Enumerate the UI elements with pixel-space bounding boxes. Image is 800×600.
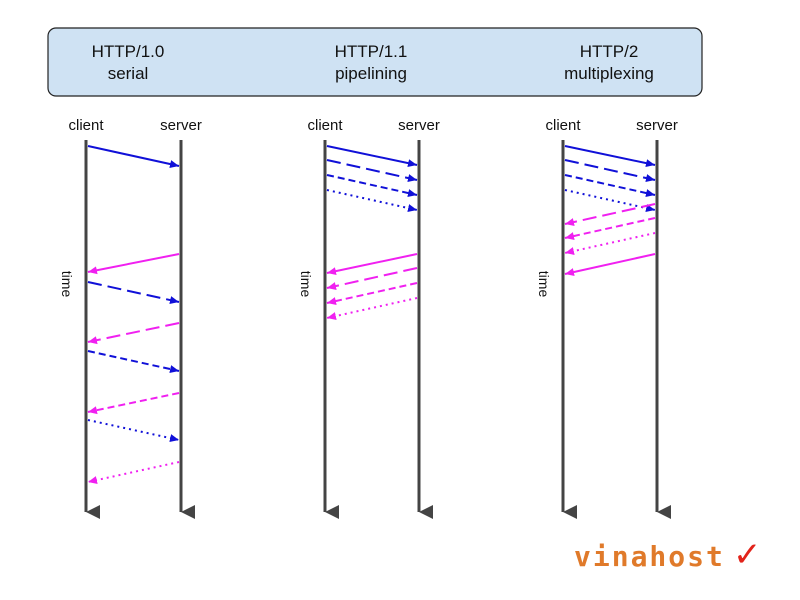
http10-response-1 [87, 253, 180, 275]
vinahost-logo-text: vinahost [574, 540, 725, 573]
http2-server-label: server [636, 117, 678, 134]
http11-response-3 [326, 282, 418, 305]
http11-server-label: server [398, 117, 440, 134]
http2-request-3 [564, 174, 656, 197]
http10-request-3 [87, 350, 180, 373]
http11-panel: client server time [298, 117, 440, 519]
http2-request-1 [564, 145, 656, 168]
http2-subtitle: multiplexing [564, 64, 654, 83]
http11-subtitle: pipelining [335, 64, 407, 83]
http10-time-label: time [59, 271, 75, 298]
http11-request-2 [326, 159, 418, 182]
http2-client-label: client [545, 117, 581, 134]
http11-title: HTTP/1.1 [335, 42, 408, 61]
http2-response-4 [564, 253, 656, 276]
http10-response-3 [87, 392, 180, 415]
http10-title: HTTP/1.0 [92, 42, 165, 61]
http2-time-label: time [536, 271, 552, 298]
vinahost-check-icon: ✓ [733, 535, 762, 575]
http2-panel: client server time [536, 117, 678, 519]
http10-request-4 [87, 419, 180, 442]
http10-response-2 [87, 322, 180, 345]
http10-response-4 [87, 461, 180, 484]
http10-request-2 [87, 281, 180, 304]
http11-time-label: time [298, 271, 314, 298]
vinahost-logo: vinahost ✓ [574, 535, 762, 575]
http11-response-1 [326, 253, 418, 276]
header-banner [47, 27, 703, 97]
http2-title: HTTP/2 [580, 42, 639, 61]
http2-response-2 [564, 217, 656, 240]
http11-request-1 [326, 145, 418, 168]
http2-response-1 [564, 203, 656, 226]
http10-server-label: server [160, 117, 202, 134]
http10-client-label: client [68, 117, 104, 134]
http10-subtitle: serial [108, 64, 149, 83]
http11-client-label: client [307, 117, 343, 134]
http2-request-2 [564, 159, 656, 182]
http10-panel: client server time [59, 117, 202, 519]
http10-request-1 [87, 145, 180, 168]
http11-request-3 [326, 174, 418, 197]
http11-response-2 [326, 267, 418, 290]
